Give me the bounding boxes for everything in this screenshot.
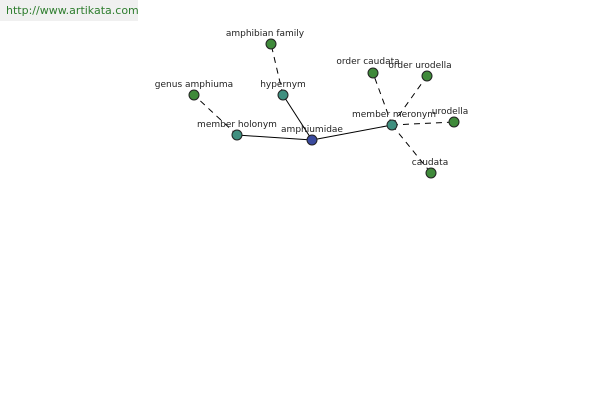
node-order-urodella[interactable]: order urodella <box>388 61 452 82</box>
node-label-order-caudata: order caudata <box>336 57 399 67</box>
node-label-urodella: urodella <box>432 107 468 117</box>
edge-amphiumidae-to-hypernym <box>282 94 313 141</box>
node-dot-caudata[interactable] <box>425 167 437 179</box>
node-order-caudata[interactable]: order caudata <box>336 57 400 79</box>
edge-member-holonym-to-genus-amphiuma <box>193 94 238 136</box>
graph-nodes: amphiumidae member holonym hypernym member … <box>155 29 468 179</box>
node-label-order-urodella: order urodella <box>388 61 451 71</box>
graph-edges <box>193 43 455 174</box>
node-dot-hypernym[interactable] <box>277 89 289 101</box>
node-member-meronym[interactable]: member meronym <box>352 110 436 131</box>
node-dot-order-urodella[interactable] <box>421 70 433 82</box>
node-dot-amphiumidae[interactable] <box>306 134 318 146</box>
node-label-caudata: caudata <box>412 158 448 168</box>
node-genus-amphiuma[interactable]: genus amphiuma <box>155 80 233 101</box>
node-label-member-holonym: member holonym <box>197 120 277 130</box>
node-dot-urodella[interactable] <box>448 116 460 128</box>
node-dot-genus-amphiuma[interactable] <box>188 89 200 101</box>
node-hypernym[interactable]: hypernym <box>260 80 306 101</box>
node-member-holonym[interactable]: member holonym <box>197 120 277 141</box>
node-dot-member-meronym[interactable] <box>386 119 398 131</box>
node-label-genus-amphiuma: genus amphiuma <box>155 80 233 90</box>
node-dot-amphibian-family[interactable] <box>265 38 277 50</box>
node-label-member-meronym: member meronym <box>352 110 436 120</box>
node-caudata[interactable]: caudata <box>412 158 448 179</box>
node-urodella[interactable]: urodella <box>432 107 468 128</box>
edge-amphiumidae-to-member-meronym <box>311 124 393 141</box>
node-dot-order-caudata[interactable] <box>367 67 379 79</box>
edge-member-meronym-to-order-caudata <box>372 72 393 126</box>
edge-amphiumidae-to-member-holonym <box>236 134 313 141</box>
node-label-hypernym: hypernym <box>260 80 306 90</box>
edge-hypernym-to-amphibian-family <box>270 43 284 96</box>
watermark-url: http://www.artikata.com <box>0 0 139 21</box>
node-label-amphiumidae: amphiumidae <box>281 125 343 135</box>
node-dot-member-holonym[interactable] <box>231 129 243 141</box>
edge-member-meronym-to-urodella <box>391 121 455 126</box>
node-label-amphibian-family: amphibian family <box>226 29 305 39</box>
node-amphiumidae[interactable]: amphiumidae <box>281 125 343 146</box>
node-amphibian-family[interactable]: amphibian family <box>226 29 305 50</box>
